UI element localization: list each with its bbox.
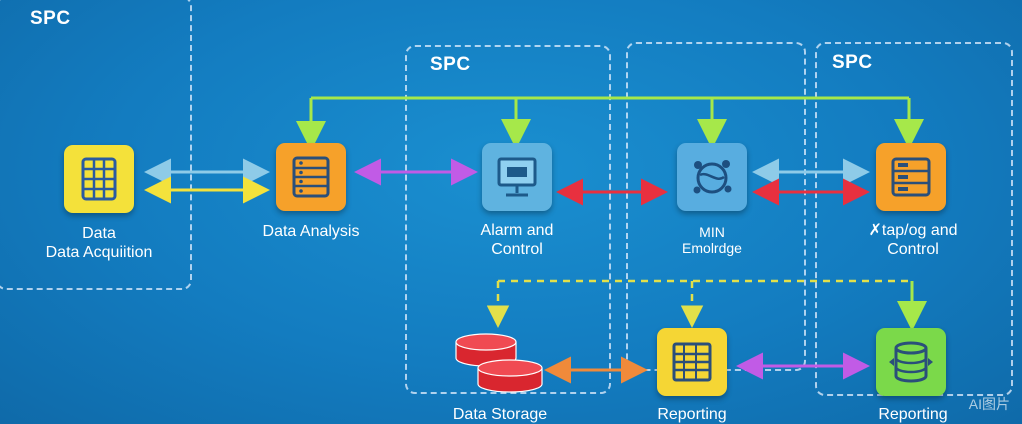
globe-network-icon [693,160,732,194]
label-data-storage: Data Storage [452,406,548,423]
label-reporting-2: Reporting [878,406,948,423]
label-reporting-1: Reporting [657,406,727,423]
node-catalog-control[interactable] [876,143,946,211]
label-min: MIN Emolrdge [682,224,742,256]
group-spc-left-label: SPC [30,8,71,29]
node-reporting-1[interactable] [657,328,727,396]
label-alarm-control: Alarm and Control [480,222,554,258]
node-alarm-control[interactable] [482,143,552,211]
monitor-icon [497,157,537,197]
node-data-analysis[interactable] [276,143,346,211]
label-catalog-control: ✗tap/og and Control [868,222,958,258]
database-icon [889,341,933,383]
group-spc-left [0,0,192,290]
server-rack-icon [891,157,931,197]
label-data-acquisition: Data Data Acquiition [45,225,153,261]
database-icon [455,333,543,393]
server-rack-icon [292,156,330,198]
grid-table-icon [81,157,117,201]
node-data-storage[interactable] [452,330,544,396]
server-rack-icon [672,342,712,382]
node-reporting-2[interactable] [876,328,946,396]
group-spc-right-label: SPC [832,52,873,73]
group-spc-center [405,45,611,394]
watermark: AI图片 [968,396,1010,412]
node-data-acquisition[interactable] [64,145,134,213]
label-data-analysis: Data Analysis [262,223,360,240]
node-min[interactable] [677,143,747,211]
group-spc-center-label: SPC [430,54,471,75]
